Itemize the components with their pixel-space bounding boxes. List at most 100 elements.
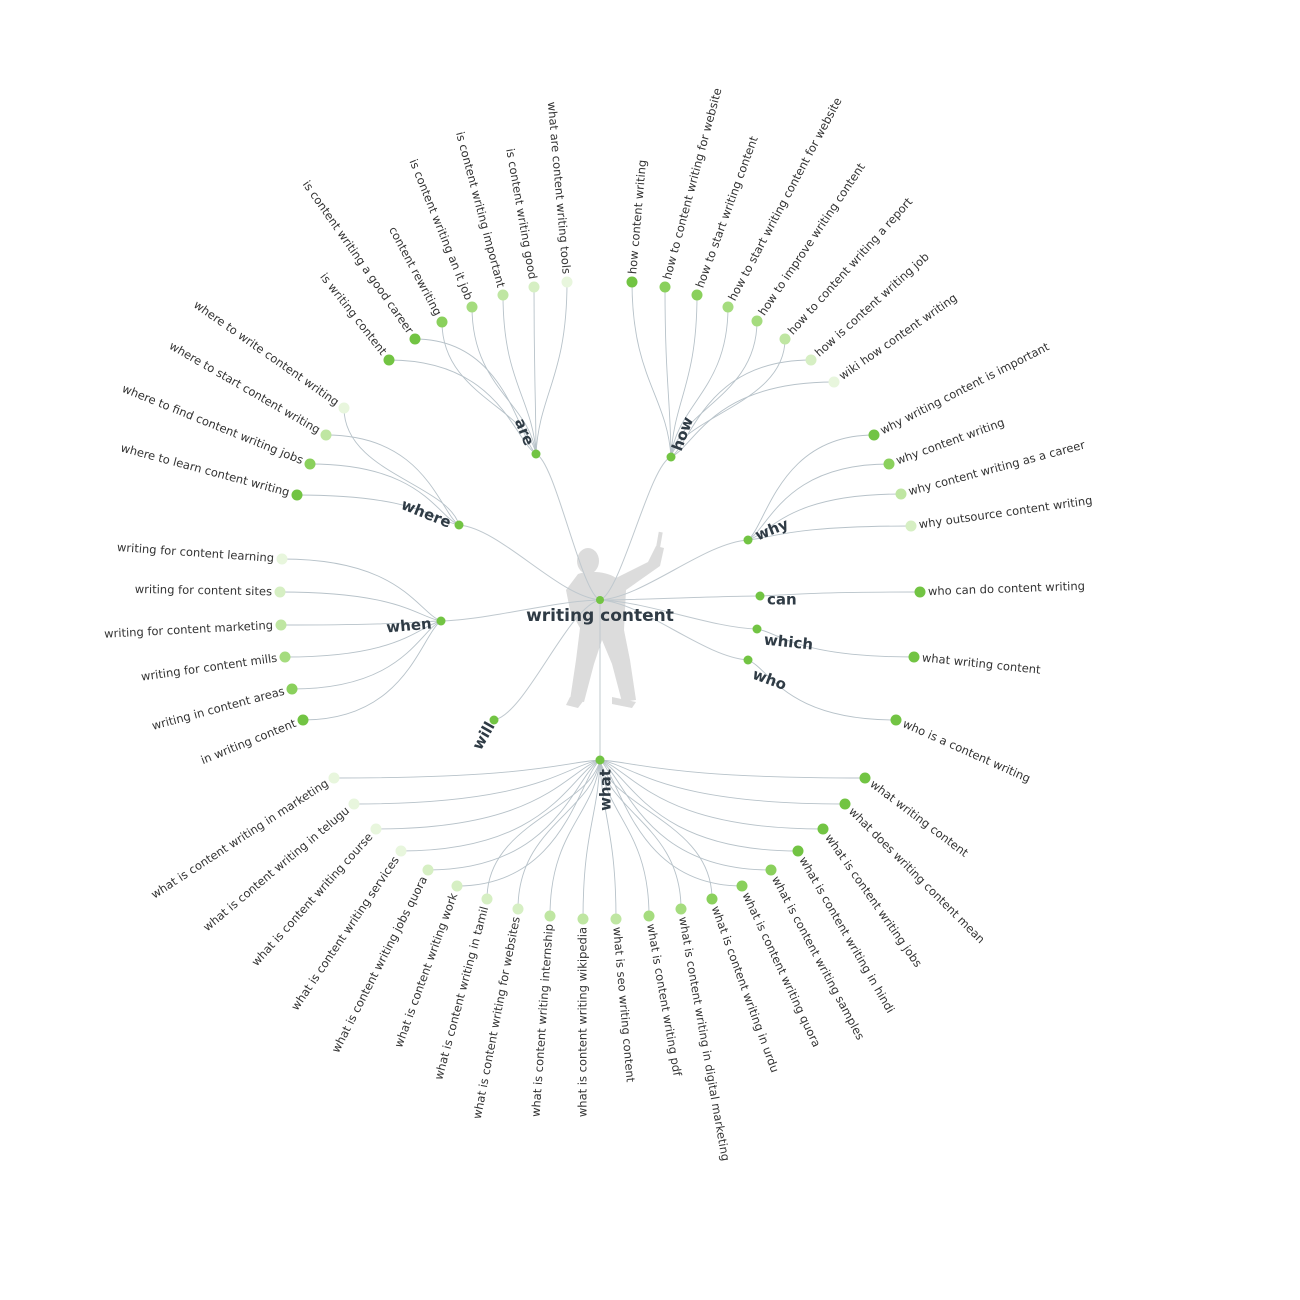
leaf-node[interactable] [274,586,286,598]
leaf-node[interactable] [914,586,926,598]
leaf-label[interactable]: what writing content [921,650,1042,676]
leaf-label[interactable]: writing for content sites [135,582,272,598]
leaf-node[interactable] [436,316,448,328]
leaf-node[interactable] [736,880,748,892]
branch-label-which[interactable]: which [763,631,814,654]
leaf-node[interactable] [451,880,463,892]
leaf-node[interactable] [908,651,920,663]
leaf-label[interactable]: what is content writing jobs [822,831,925,969]
leaf-label[interactable]: what is content writing pdf [644,923,685,1078]
leaf-node[interactable] [528,281,540,293]
leaf-node[interactable] [828,376,840,388]
leaf-node[interactable] [626,276,638,288]
leaf-node[interactable] [370,823,382,835]
leaf-label[interactable]: who is a content writing [901,716,1033,785]
leaf-node[interactable] [868,429,880,441]
leaf-node[interactable] [905,520,917,532]
leaf-node[interactable] [859,772,871,784]
leaf-label[interactable]: who can do content writing [928,579,1085,598]
leaf-connector [343,407,460,526]
leaf-connector [456,759,601,887]
leaf-label[interactable]: what is seo writing content [610,926,638,1083]
leaf-connector [599,759,866,779]
branch-label-what[interactable]: what [597,769,615,811]
leaf-label[interactable]: what are content writing tools [545,101,574,274]
leaf-label[interactable]: writing in content areas [150,684,286,733]
branch-connector-who [599,599,749,661]
leaf-node[interactable] [779,333,791,345]
leaf-label[interactable]: writing for content learning [117,540,275,565]
branch-label-how[interactable]: how [668,414,697,453]
leaf-node[interactable] [643,910,655,922]
leaf-node[interactable] [706,893,718,905]
leaf-node[interactable] [883,458,895,470]
leaf-label[interactable]: is content writing good [503,147,540,280]
leaf-node[interactable] [395,845,407,857]
leaf-node[interactable] [481,893,493,905]
leaf-node[interactable] [659,281,671,293]
leaf-node[interactable] [561,276,573,288]
leaf-node[interactable] [751,315,763,327]
branch-label-why[interactable]: why [753,515,792,545]
leaf-node[interactable] [338,402,350,414]
leaf-node[interactable] [890,714,902,726]
leaf-label[interactable]: why writing content is important [878,339,1052,437]
leaf-connector [388,359,537,455]
leaf-node[interactable] [466,301,478,313]
branch-connector-can [599,595,761,601]
leaf-node[interactable] [839,798,851,810]
leaf-label[interactable]: what is content writing internship [528,923,555,1117]
leaf-label[interactable]: why outsource content writing [918,493,1093,531]
leaf-node[interactable] [817,823,829,835]
branch-label-who[interactable]: who [750,665,789,694]
leaf-label[interactable]: how to improve writing content [755,160,868,318]
leaf-node[interactable] [328,772,340,784]
leaf-connector [599,759,617,920]
leaf-node[interactable] [895,488,907,500]
leaf-node[interactable] [497,289,509,301]
leaf-node[interactable] [279,651,291,663]
leaf-connector [517,759,601,910]
leaf-label[interactable]: how content writing [625,159,649,274]
leaf-label[interactable]: what is content writing jobs quora [329,874,431,1055]
leaf-node[interactable] [691,289,703,301]
leaf-node[interactable] [765,864,777,876]
leaf-connector [747,463,890,541]
branch-node-are [531,449,541,459]
leaf-node[interactable] [286,683,298,695]
leaf-label[interactable]: wiki how content writing [836,291,959,383]
leaf-node[interactable] [805,354,817,366]
leaf-label[interactable]: what is content writing in digital marke… [676,916,733,1163]
leaf-label[interactable]: how is content writing job [812,250,932,360]
leaf-node[interactable] [297,714,309,726]
leaf-node[interactable] [409,333,421,345]
branch-label-can[interactable]: can [767,591,797,609]
leaf-node[interactable] [722,301,734,313]
leaf-node[interactable] [383,354,395,366]
leaf-label[interactable]: what is content writing course [249,830,376,969]
leaf-node[interactable] [291,489,303,501]
leaf-label[interactable]: what is content writing services [288,853,402,1012]
leaf-label[interactable]: what does writing content mean [846,804,988,946]
leaf-label[interactable]: writing for content marketing [104,618,274,641]
node-layer [274,276,926,925]
leaf-label[interactable]: writing for content mills [140,651,278,684]
leaf-label[interactable]: in writing content [199,716,299,767]
leaf-node[interactable] [610,913,622,925]
leaf-label[interactable]: what is content writing wikipedia [576,927,590,1117]
leaf-connector [296,494,460,526]
leaf-node[interactable] [512,903,524,915]
leaf-node[interactable] [792,845,804,857]
branch-label-where[interactable]: where [399,495,454,531]
branch-label-when[interactable]: when [386,615,433,637]
leaf-node[interactable] [348,798,360,810]
leaf-node[interactable] [320,429,332,441]
branch-connector-why [599,539,749,601]
leaf-node[interactable] [577,913,589,925]
leaf-node[interactable] [675,903,687,915]
leaf-node[interactable] [276,553,288,565]
leaf-node[interactable] [275,619,287,631]
leaf-node[interactable] [544,910,556,922]
leaf-node[interactable] [304,458,316,470]
leaf-node[interactable] [422,864,434,876]
